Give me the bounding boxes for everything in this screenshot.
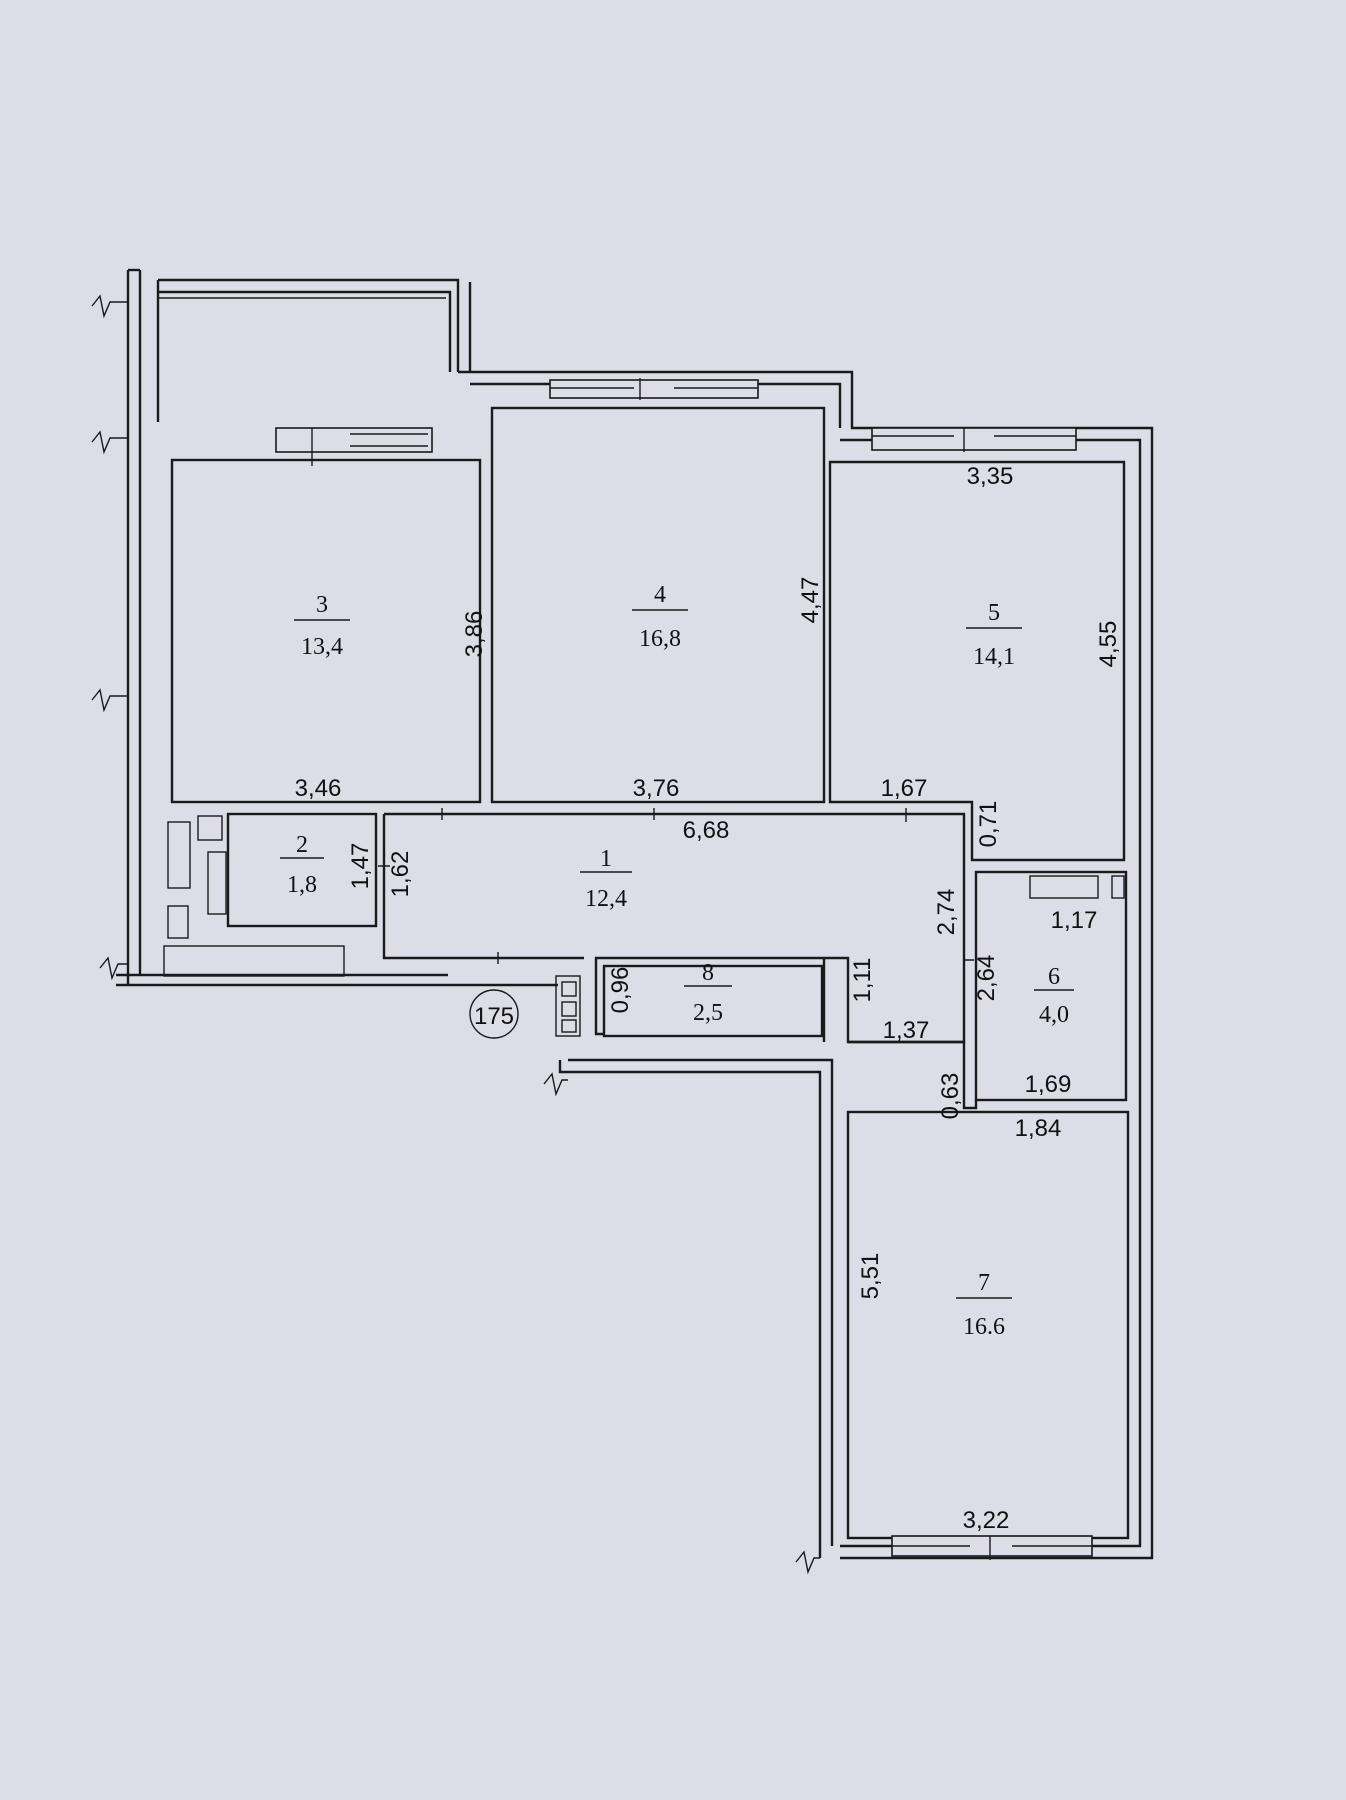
room-3-area: 13,4 [301,634,343,660]
dim-r8-height: 0,96 [607,967,634,1014]
dim-r5-step: 0,71 [975,801,1002,848]
room-1-label: 1 12,4 [580,846,632,912]
room-6-area: 4,0 [1039,1002,1069,1028]
room-1-area: 12,4 [585,886,627,912]
dim-r5-bottom: 1,67 [881,775,928,802]
fixtures [163,815,1125,1037]
dim-hall-right: 2,74 [933,889,960,936]
dim-r3-height: 3,86 [461,611,488,658]
room-3-number: 3 [316,592,328,618]
dim-r6-height: 2,64 [973,955,1000,1002]
room-2-number: 2 [296,832,308,858]
dim-hall-left: 1,62 [387,851,414,898]
room-6-number: 6 [1048,964,1060,990]
room-2-area: 1,8 [287,872,317,898]
dim-corridor-width: 1,37 [883,1017,930,1044]
dim-r5-height: 4,55 [1095,621,1122,668]
room-labels: 1 12,4 2 1,8 3 13,4 4 16,8 5 14,1 6 4,0 [280,582,1074,1340]
dim-r3-width: 3,46 [295,775,342,802]
room-4-area: 16,8 [639,626,681,652]
room-5-label: 5 14,1 [966,600,1022,670]
dim-r7-bottom: 3,22 [963,1507,1010,1534]
stair-label: 175 [474,1003,514,1030]
dim-r6-top: 1,17 [1051,907,1098,934]
dim-r7-height: 5,51 [857,1253,884,1300]
room-7-number: 7 [978,1270,990,1296]
room-outlines [170,406,1130,1540]
room-4-label: 4 16,8 [632,582,688,652]
room-3-label: 3 13,4 [294,592,350,660]
dim-r4-height: 4,47 [797,577,824,624]
dim-r5-top: 3,35 [967,463,1014,490]
dimensions: 3,46 3,86 3,76 4,47 3,35 4,55 1,67 0,71 … [295,463,1122,1534]
dim-r7-top: 1,84 [1015,1115,1062,1142]
room-5-area: 14,1 [973,644,1015,670]
room-7-area: 16.6 [963,1314,1005,1340]
room-7-label: 7 16.6 [956,1270,1012,1340]
room-4-number: 4 [654,582,666,608]
room-8-number: 8 [702,960,714,986]
room-8-label: 8 2,5 [684,960,732,1026]
room-8-area: 2,5 [693,1000,723,1026]
stair-marker: 175 [469,989,519,1039]
windows [275,378,1093,1560]
dim-r2-height: 1,47 [347,843,374,890]
dim-r4-width: 3,76 [633,775,680,802]
room-1-number: 1 [600,846,612,872]
room-6-label: 6 4,0 [1034,964,1074,1028]
dim-r7-step: 0,63 [937,1073,964,1120]
break-markers [91,294,820,1575]
dim-r6-bottom: 1,69 [1025,1071,1072,1098]
room-2-label: 2 1,8 [280,832,324,898]
room-5-number: 5 [988,600,1000,626]
dim-r8-right: 1,11 [849,958,876,1003]
opening-ticks [378,808,974,964]
dim-hall-width: 6,68 [683,817,730,844]
